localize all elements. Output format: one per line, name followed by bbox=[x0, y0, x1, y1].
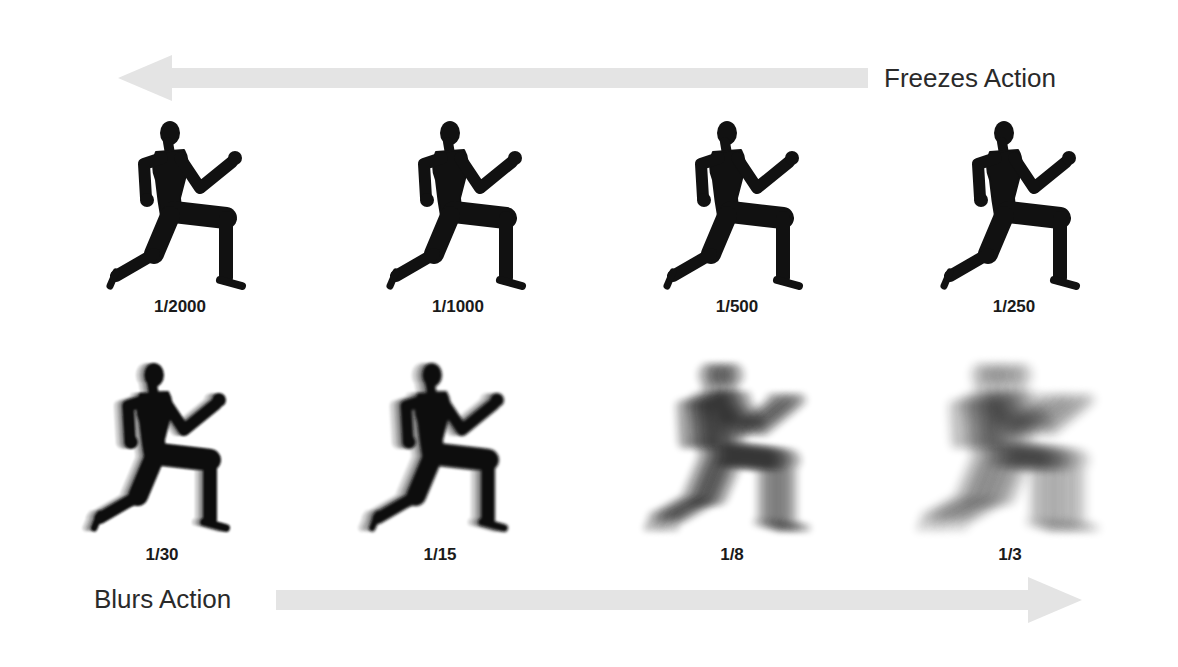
shutter-speed: 1/3 bbox=[998, 545, 1022, 565]
freeze-arrow bbox=[118, 55, 868, 101]
shutter-speed: 1/2000 bbox=[154, 297, 206, 317]
runner-figure bbox=[110, 121, 242, 286]
arrow-caption: Blurs Action bbox=[94, 584, 231, 615]
runner-figure bbox=[667, 121, 799, 286]
runner-figure bbox=[944, 121, 1076, 286]
shutter-speed: 1/250 bbox=[993, 297, 1036, 317]
shutter-speed: 1/30 bbox=[145, 545, 178, 565]
arrow-caption: Freezes Action bbox=[884, 63, 1056, 94]
runner-figure bbox=[390, 121, 522, 286]
blur-arrow bbox=[276, 577, 1082, 623]
blurred-runner-figure bbox=[920, 363, 1096, 528]
blurred-runner-figure bbox=[362, 363, 504, 528]
shutter-speed: 1/8 bbox=[720, 545, 744, 565]
shutter-speed: 1/15 bbox=[423, 545, 456, 565]
blurred-runner-figure bbox=[647, 363, 807, 528]
shutter-speed: 1/1000 bbox=[432, 297, 484, 317]
shutter-speed: 1/500 bbox=[716, 297, 759, 317]
blurred-runner-figure bbox=[86, 363, 226, 528]
